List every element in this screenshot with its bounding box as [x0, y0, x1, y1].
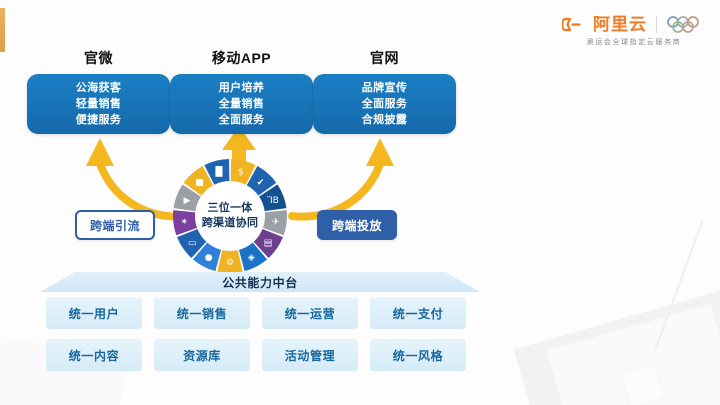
channel-feature: 用户培养 [218, 82, 265, 94]
building-icon: ▤ [264, 238, 273, 248]
wheel-segment-building-icon[interactable] [253, 228, 283, 258]
lock-icon: ■ [195, 178, 204, 188]
capability-cell[interactable]: 活动管理 [262, 339, 358, 371]
wheel-segment-chart-bar-icon[interactable] [204, 159, 230, 185]
wheel-segment-share-icon[interactable] [173, 210, 198, 236]
platform-band [40, 272, 480, 292]
brand-name: 阿里云 [593, 15, 647, 34]
capability-cell[interactable]: 统一风格 [370, 339, 466, 371]
channel-title: 官网 [370, 50, 399, 66]
capability-cell[interactable]: 统一运营 [262, 297, 358, 329]
decoration-bottom-right-b [546, 303, 720, 405]
alibaba-cloud-mark-icon [562, 16, 584, 33]
channel-feature: 公海获客 [75, 82, 122, 94]
wheel-segment-display-icon[interactable] [177, 228, 207, 258]
chart-bar-icon: █ [215, 166, 224, 178]
wheel-segment-check-icon[interactable] [246, 165, 277, 196]
channel-column-official-weibo: 官微 公海获客 轻量销售 便捷服务 [27, 48, 170, 134]
wheel-segment-plane-icon[interactable] [262, 210, 287, 236]
logo-divider [656, 16, 657, 33]
callout-label: 跨端投放 [332, 218, 383, 233]
channel-title: 官微 [84, 50, 113, 66]
check-icon: ✔ [257, 178, 265, 188]
channel-column-mobile-app: 移动APP 用户培养 全量销售 全面服务 [170, 48, 313, 134]
wheel-segment-shield-icon[interactable] [238, 242, 268, 272]
bank-icon: ἽB [267, 196, 279, 206]
megaphone-icon: ▶ [184, 196, 191, 206]
channel-feature: 全量销售 [218, 98, 265, 110]
callout-label: 跨端引流 [90, 218, 141, 233]
callout-cross-end-traffic[interactable]: 跨端引流 [75, 210, 156, 240]
decoration-left-strip [0, 8, 5, 52]
channel-box[interactable]: 品牌宣传 全面服务 合规披露 [313, 74, 456, 134]
platform-band-label: 公共能力中台 [222, 275, 298, 290]
capability-cell[interactable]: 资源库 [154, 339, 250, 371]
channel-feature: 合规披露 [361, 114, 408, 126]
plane-icon: ✈ [272, 218, 280, 228]
capability-grid: 统一用户 统一销售 统一运营 统一支付 统一内容 资源库 活动管理 统一风格 [46, 297, 466, 371]
channel-feature: 全面服务 [361, 98, 408, 110]
channel-feature: 全面服务 [218, 114, 265, 126]
channel-feature: 轻量销售 [75, 98, 122, 110]
wheel-segment-lock-icon[interactable] [183, 165, 214, 196]
wheel-segment-megaphone-icon[interactable] [173, 184, 201, 212]
wheel-segment-chat-icon[interactable] [192, 242, 222, 272]
capability-wheel[interactable]: $✔ἽB✈▤◈⚙●▭✶▶■█ 三位一体 跨渠道协同 [172, 158, 288, 274]
display-icon: ▭ [188, 238, 197, 248]
callout-cross-end-delivery[interactable]: 跨端投放 [317, 210, 398, 240]
capability-cell[interactable]: 统一销售 [154, 297, 250, 329]
decoration-bottom-right-line [654, 218, 704, 352]
brand-logo: 阿里云 奥运会全球指定云服务商 [562, 16, 706, 47]
channel-box[interactable]: 公海获客 轻量销售 便捷服务 [27, 74, 170, 134]
wheel-segment-bank-icon[interactable] [259, 184, 287, 212]
brand-tagline: 奥运会全球指定云服务商 [586, 39, 682, 46]
capability-cell[interactable]: 统一用户 [46, 297, 142, 329]
channel-box[interactable]: 用户培养 全量销售 全面服务 [170, 74, 313, 134]
share-icon: ✶ [181, 218, 189, 228]
decoration-bottom-right-a [513, 286, 720, 405]
olympic-rings-icon [666, 16, 706, 33]
wheel-segment-dollar-icon[interactable] [230, 159, 256, 185]
capability-cell[interactable]: 统一内容 [46, 339, 142, 371]
capability-cell[interactable]: 统一支付 [370, 297, 466, 329]
chat-icon: ● [205, 253, 213, 263]
outbound-curve-arrow [288, 138, 394, 221]
channel-title: 移动APP [211, 50, 272, 66]
wheel-segment-gear-icon[interactable] [217, 250, 243, 273]
shield-icon: ◈ [248, 253, 255, 263]
channel-feature: 品牌宣传 [361, 82, 408, 94]
dollar-icon: $ [238, 168, 244, 178]
gear-icon: ⚙ [226, 258, 234, 268]
channel-column-official-website: 官网 品牌宣传 全面服务 合规披露 [313, 48, 456, 134]
channel-feature: 便捷服务 [75, 114, 122, 126]
decoration-bottom-right-square [621, 364, 665, 405]
